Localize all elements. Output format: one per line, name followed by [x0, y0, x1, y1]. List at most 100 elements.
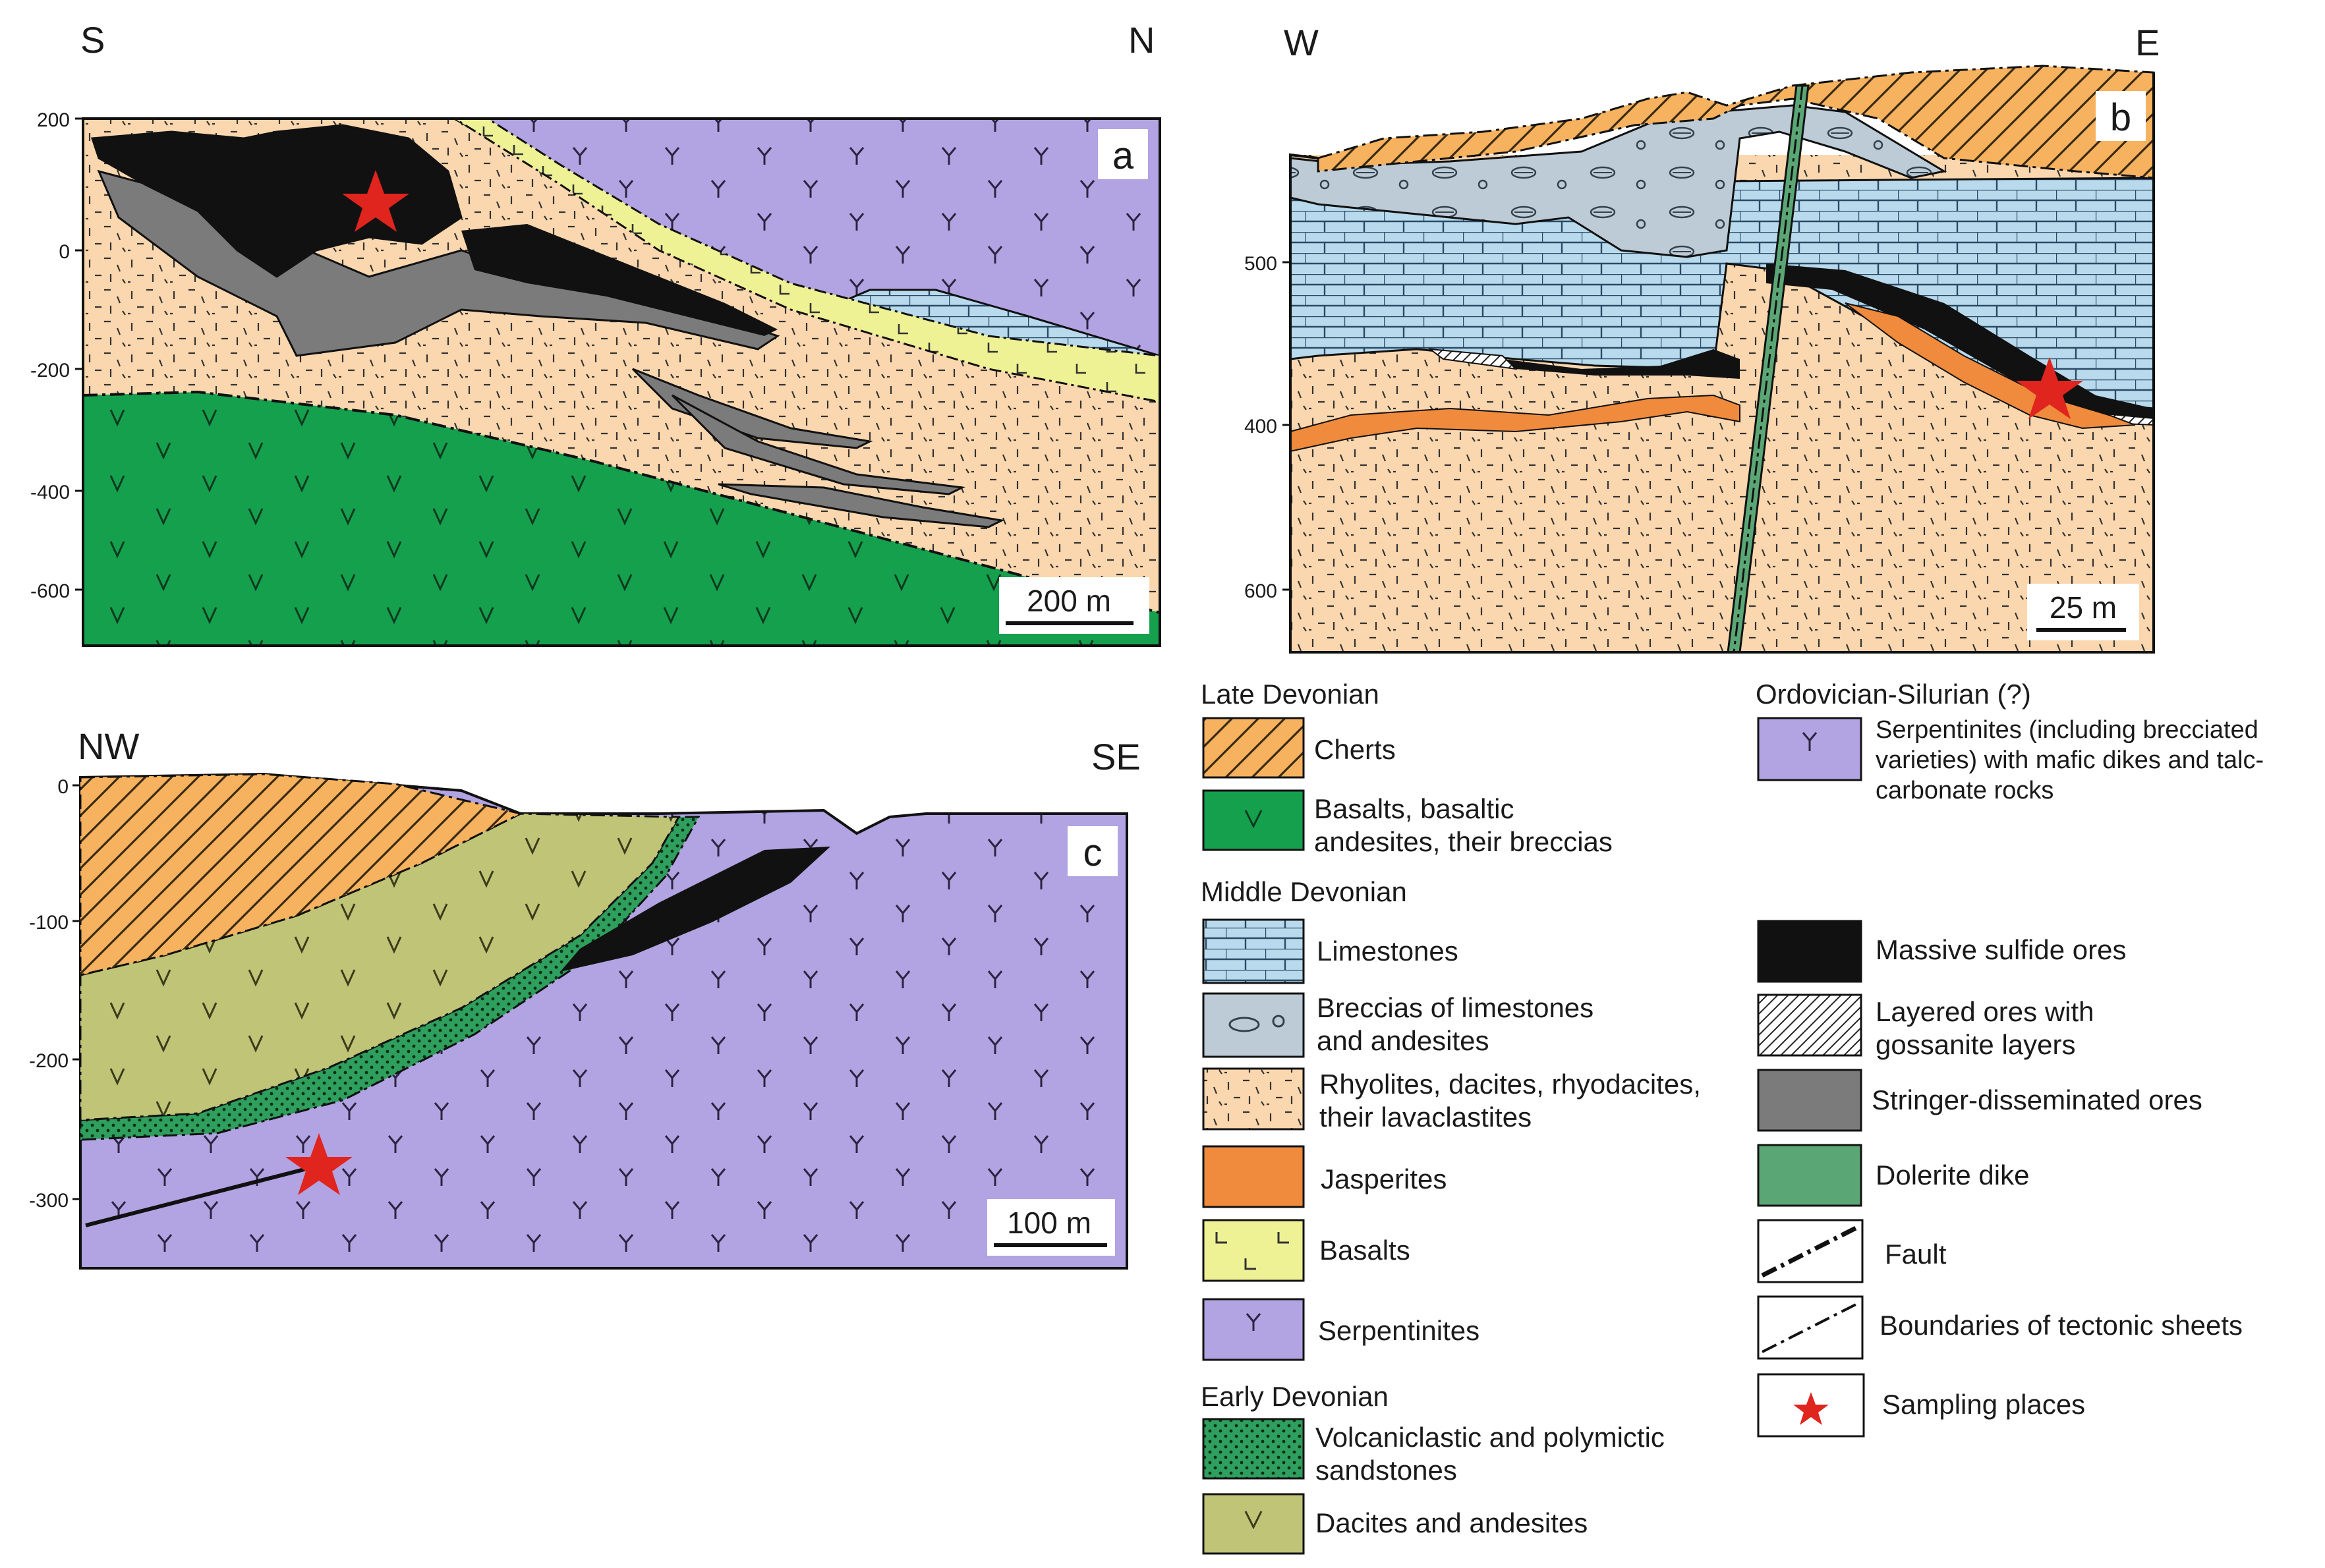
section-a-y-tick: -600 — [30, 580, 70, 602]
legend-label-jasperites: Jasperites — [1321, 1163, 1447, 1194]
breccia-clast-icon — [1228, 1017, 1260, 1032]
legend-label-serp-os-2: varieties) with mafic dikes and talc- — [1876, 746, 2264, 774]
legend-swatch-sampling — [1757, 1373, 1865, 1438]
section-c-y-axis: 0 -100 -200 -300 — [29, 776, 80, 1212]
section-c-y-tick: -200 — [29, 1050, 69, 1072]
section-b-layered-west — [1427, 348, 1518, 370]
legend-label-dacites: Dacites and andesites — [1315, 1507, 1588, 1538]
legend-swatch-basalts — [1202, 1219, 1305, 1282]
legend-swatch-cherts — [1202, 717, 1305, 779]
legend-label-basalts: Basalts — [1319, 1235, 1410, 1266]
section-a-stringer-ores — [97, 169, 780, 357]
legend-header-early-devonian: Early Devonian — [1201, 1381, 1389, 1412]
section-c: NW SE 0 -100 -200 -300 c 100 m — [29, 725, 1141, 1270]
section-c-dir-right: SE — [1091, 736, 1141, 777]
v-symbol-icon — [1244, 1511, 1263, 1530]
section-a-basalts — [82, 390, 1161, 647]
section-b-fault-line — [1733, 85, 1804, 653]
section-c-y-tick: -300 — [29, 1190, 69, 1212]
legend-label-sampling: Sampling places — [1882, 1389, 2085, 1420]
section-b: W E 500 400 600 — [1244, 22, 2160, 654]
legend-swatch-basalts-breccias — [1202, 789, 1305, 851]
section-c-label-box — [1068, 826, 1118, 876]
section-a-label-box — [1098, 129, 1148, 179]
section-c-fault — [85, 1158, 343, 1227]
section-b-y-axis: 500 400 600 — [1244, 253, 1290, 602]
legend-swatch-massive — [1757, 920, 1862, 983]
section-b-sampling-star — [2016, 357, 2083, 419]
legend-label-serp-os-3: carbonate rocks — [1876, 777, 2053, 804]
legend-label-rhyolites-2: their lavaclastites — [1319, 1102, 1532, 1133]
fault-line-icon — [1761, 1224, 1860, 1278]
legend-label-breccias-2: and andesites — [1317, 1025, 1489, 1056]
breccia-clast-icon — [1272, 1015, 1285, 1028]
legend-header-middle-devonian: Middle Devonian — [1201, 876, 1407, 907]
section-a-stringer-lens-2 — [671, 394, 966, 495]
section-a-stringer-lens-3 — [718, 483, 1005, 528]
section-b-dir-left: W — [1284, 22, 1319, 63]
section-c-y-tick: 0 — [57, 776, 69, 798]
legend-swatch-fault — [1757, 1219, 1864, 1283]
legend-header-late-devonian: Late Devonian — [1201, 679, 1379, 710]
section-a-dir-left: S — [80, 19, 105, 61]
legend-swatch-breccias — [1202, 992, 1305, 1058]
section-c-y-tick: -100 — [29, 912, 69, 934]
legend-label-volcaniclastic-2: sandstones — [1315, 1455, 1457, 1486]
legend-label-basalts-breccias-2: andesites, their breccias — [1314, 826, 1613, 857]
legend-swatch-rhyolites — [1202, 1067, 1305, 1131]
section-b-frame — [1289, 72, 2155, 654]
boundary-line-icon — [1762, 1302, 1859, 1353]
legend-label-rhyolites-1: Rhyolites, dacites, rhyodacites, — [1319, 1069, 1701, 1100]
section-b-massive-west — [1503, 349, 1740, 379]
section-c-massive-sulfide — [560, 847, 830, 972]
section-a-massive-sulfide-2 — [461, 224, 778, 336]
section-b-y-tick: 600 — [1244, 580, 1277, 602]
section-a-label: a — [1112, 134, 1134, 177]
section-c-sampling-star — [285, 1133, 353, 1195]
l-symbol-icon — [1215, 1232, 1289, 1270]
legend-swatch-jasperites — [1202, 1145, 1305, 1208]
legend-label-boundaries: Boundaries of tectonic sheets — [1880, 1310, 2243, 1341]
legend-label-dolerite: Dolerite dike — [1876, 1160, 2029, 1190]
legend-swatch-limestones — [1202, 918, 1305, 984]
section-a-y-tick: 200 — [37, 109, 70, 131]
legend-label-breccias-1: Breccias of limestones — [1317, 992, 1593, 1023]
section-b-jasperite-east — [1845, 302, 2136, 430]
legend-label-serp-os-1: Serpentinites (including brecciated — [1876, 716, 2258, 744]
section-a-y-tick: 0 — [59, 241, 70, 263]
legend-label-limestones: Limestones — [1317, 936, 1458, 966]
section-a-y-tick: -200 — [30, 360, 70, 381]
legend-label-volcaniclastic-1: Volcaniclastic and polymictic — [1315, 1422, 1665, 1453]
section-a-sampling-star — [342, 170, 409, 232]
section-a-stringer-lens-1 — [631, 368, 873, 449]
legend-swatch-volcaniclastic — [1202, 1418, 1305, 1480]
legend-label-basalts-breccias-1: Basalts, basaltic — [1314, 793, 1514, 824]
section-a-y-tick: -400 — [30, 482, 70, 503]
v-symbol-icon — [1244, 810, 1263, 829]
legend-header-ordovician: Ordovician-Silurian (?) — [1756, 679, 2031, 710]
section-a-frame — [82, 117, 1161, 647]
section-b-dir-right: E — [2135, 22, 2160, 63]
legend-swatch-dacites — [1202, 1493, 1305, 1555]
section-c-dir-left: NW — [78, 725, 139, 767]
legend-swatch-layered — [1757, 994, 1862, 1057]
y-symbol-icon — [1246, 1313, 1261, 1331]
legend: Late Devonian Cherts Basalts, basaltic a… — [1201, 679, 2264, 1555]
legend-label-layered-2: gossanite layers — [1876, 1029, 2076, 1060]
section-b-jasperite-west — [1290, 394, 1740, 453]
star-icon — [1793, 1392, 1829, 1425]
legend-label-fault: Fault — [1885, 1239, 1947, 1270]
legend-label-stringer: Stringer-disseminated ores — [1872, 1084, 2202, 1115]
y-symbol-icon — [1802, 732, 1818, 751]
section-b-y-tick: 400 — [1244, 416, 1277, 437]
section-b-label: b — [2110, 96, 2131, 139]
section-c-label: c — [1083, 831, 1103, 874]
section-c-cherts — [79, 773, 524, 976]
legend-swatch-stringer — [1757, 1069, 1862, 1132]
legend-swatch-dolerite — [1757, 1144, 1862, 1207]
legend-label-cherts: Cherts — [1314, 734, 1396, 765]
section-b-label-box — [2096, 91, 2146, 141]
legend-label-massive: Massive sulfide ores — [1876, 934, 2126, 965]
section-b-y-tick: 500 — [1244, 253, 1277, 275]
section-a-scale-label: 200 m — [1027, 584, 1111, 618]
